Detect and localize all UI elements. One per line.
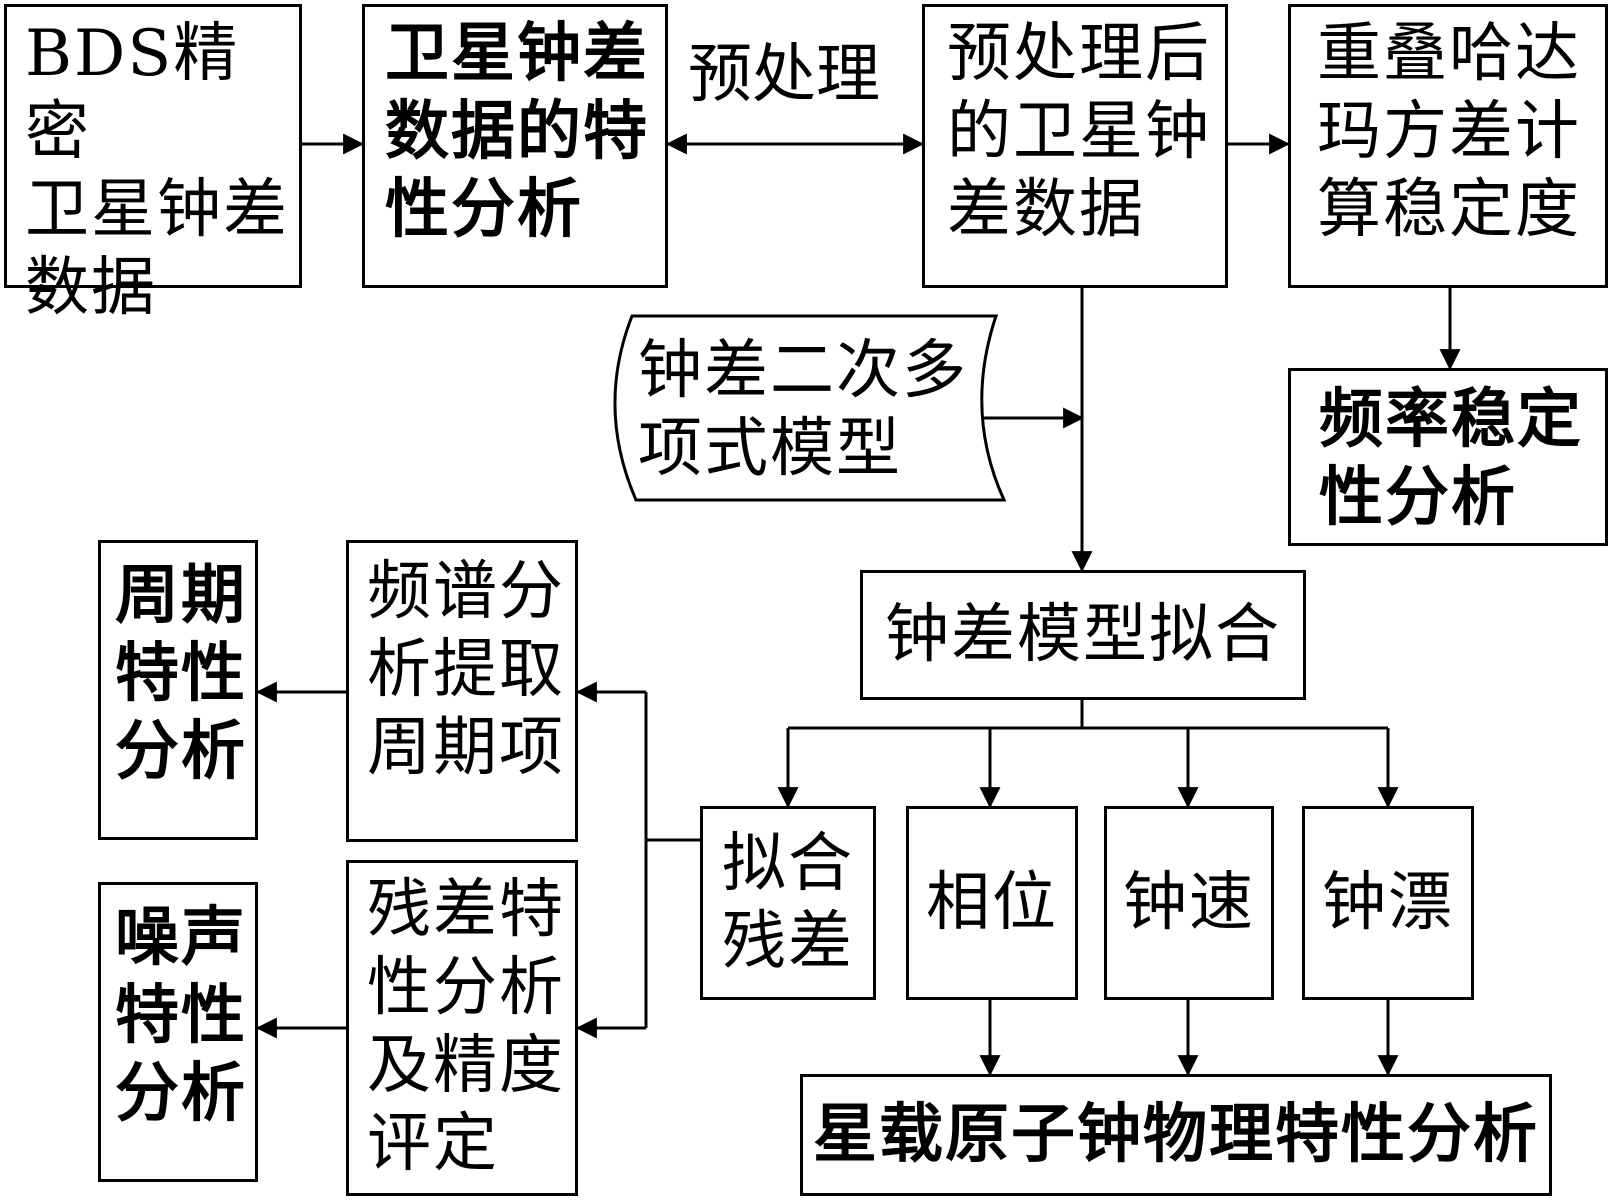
- poly-model-shape: [613, 314, 1007, 502]
- spectrum-analysis-box: 频谱分 析提取 周期项: [346, 540, 578, 842]
- preprocessed-data-box: 预处理后 的卫星钟 差数据: [922, 4, 1228, 288]
- fit-residual-box: 拟合 残差: [700, 806, 876, 1000]
- preprocess-label: 预处理: [688, 38, 880, 112]
- characteristic-analysis-box: 卫星钟差 数据的特 性分析: [362, 4, 668, 288]
- residual-analysis-text: 残差特 性分析 及精度 评定: [367, 873, 565, 1181]
- noise-characteristic-box: 噪声 特性 分析: [98, 882, 258, 1182]
- phase-box: 相位: [906, 806, 1078, 1000]
- poly-model-text: 钟差二次多 项式模型: [638, 334, 968, 486]
- model-fitting-box: 钟差模型拟合: [860, 570, 1306, 700]
- spectrum-analysis-text: 频谱分 析提取 周期项: [367, 555, 565, 785]
- periodic-characteristic-text: 周期 特性 分析: [115, 558, 247, 789]
- physical-analysis-text: 星载原子钟物理特性分析: [813, 1097, 1539, 1172]
- hadamard-variance-text: 重叠哈达 玛方差计 算稳定度: [1317, 17, 1581, 247]
- bds-data-text: BDS精密 卫星钟差 数据: [25, 17, 289, 325]
- residual-analysis-box: 残差特 性分析 及精度 评定: [346, 860, 578, 1196]
- clock-drift-text: 钟漂: [1322, 866, 1454, 940]
- clock-drift-box: 钟漂: [1302, 806, 1474, 1000]
- residual-split-line: [644, 692, 700, 1028]
- clock-rate-box: 钟速: [1104, 806, 1274, 1000]
- bds-data-box: BDS精密 卫星钟差 数据: [4, 4, 302, 325]
- frequency-stability-box: 频率稳定 性分析: [1288, 368, 1608, 546]
- noise-characteristic-text: 噪声 特性 分析: [115, 900, 247, 1131]
- fit-residual-text: 拟合 残差: [722, 827, 854, 979]
- hadamard-variance-box: 重叠哈达 玛方差计 算稳定度: [1288, 4, 1608, 288]
- frequency-stability-text: 频率稳定 性分析: [1319, 382, 1583, 535]
- phase-text: 相位: [926, 866, 1058, 940]
- branch-line: [788, 700, 1388, 730]
- preprocessed-data-text: 预处理后 的卫星钟 差数据: [947, 17, 1211, 247]
- periodic-characteristic-box: 周期 特性 分析: [98, 540, 258, 840]
- model-fitting-text: 钟差模型拟合: [885, 598, 1281, 672]
- characteristic-analysis-text: 卫星钟差 数据的特 性分析: [385, 16, 649, 247]
- physical-analysis-box: 星载原子钟物理特性分析: [800, 1074, 1552, 1196]
- clock-rate-text: 钟速: [1123, 866, 1255, 940]
